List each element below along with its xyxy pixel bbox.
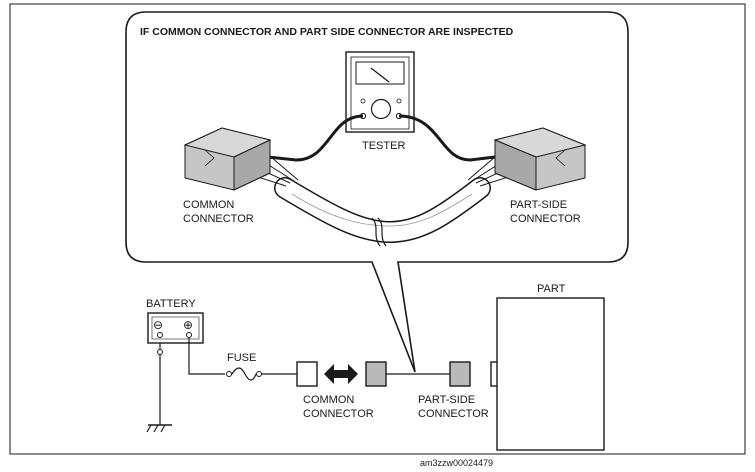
circuit-common-connector-line1: COMMON: [303, 394, 354, 406]
battery-plus-terminal: ⊕: [183, 318, 193, 332]
circuit-part-side-connector-line1: PART-SIDE: [418, 394, 475, 406]
circuit-part-side-connector-line2: CONNECTOR: [418, 408, 489, 420]
tester-knob: [370, 98, 392, 120]
battery-minus-terminal: ⊖: [153, 318, 163, 332]
common-connector-female: [365, 361, 387, 387]
part-side-connector-block: [493, 127, 587, 191]
tester: [345, 51, 415, 133]
tester-lead-right: [398, 114, 496, 162]
battery: ⊖ ⊕: [147, 312, 204, 344]
part-box: [496, 297, 605, 451]
connect-arrow: [324, 364, 358, 384]
ground-symbol: [146, 424, 172, 433]
battery-label: BATTERY: [146, 298, 196, 310]
common-connector-male: [296, 361, 318, 387]
tester-dial-window: [355, 61, 405, 85]
callout-bubble: [125, 11, 629, 373]
callout-part-side-connector-line1: PART-SIDE: [510, 199, 567, 211]
figure-frame: [9, 3, 746, 455]
callout-part-side-connector-line2: CONNECTOR: [510, 213, 581, 225]
callout-title: IF COMMON CONNECTOR AND PART SIDE CONNEC…: [140, 26, 514, 38]
part-label: PART: [537, 283, 566, 295]
tester-needle: [370, 67, 390, 83]
callout-common-connector-line2: CONNECTOR: [183, 213, 254, 225]
tester-lead-left: [267, 114, 364, 162]
fuse-label: FUSE: [227, 352, 256, 364]
battery-to-fuse-wire: [188, 338, 225, 375]
tester-label: TESTER: [362, 140, 405, 152]
figure-code: am3zzw00024479: [420, 458, 493, 468]
callout-common-connector-line1: COMMON: [183, 199, 234, 211]
circuit-common-connector-line2: CONNECTOR: [303, 408, 374, 420]
part-side-connector-female: [449, 361, 471, 387]
fuse: [226, 367, 262, 381]
common-connector-block: [183, 127, 272, 191]
